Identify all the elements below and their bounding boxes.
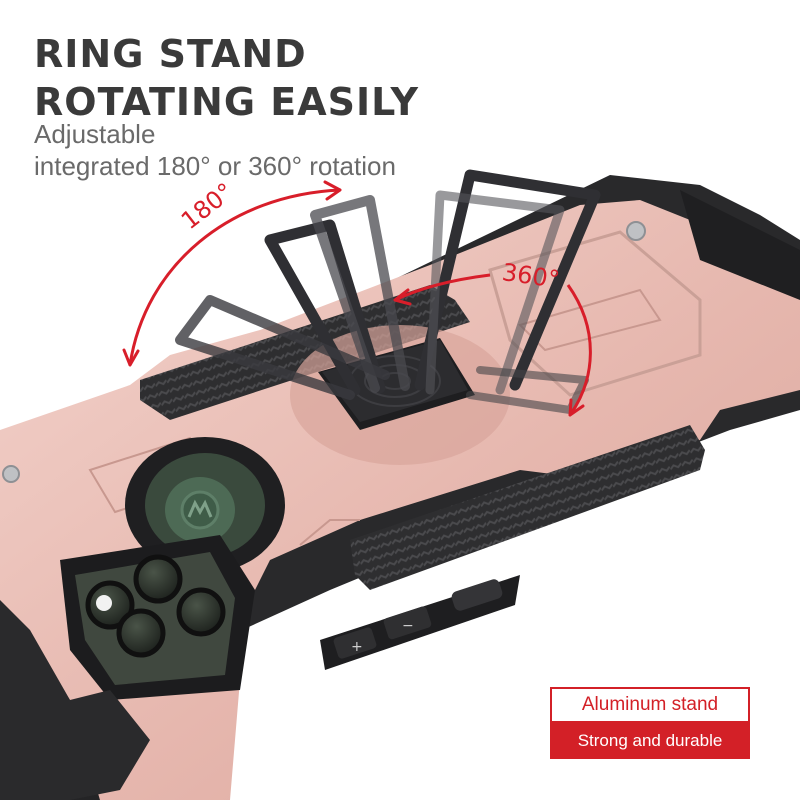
headline-line-1: RING STAND [34,32,307,76]
subtitle: Adjustable integrated 180° or 360° rotat… [34,118,396,182]
subtitle-line-2: integrated 180° or 360° rotation [34,151,396,181]
headline-line-2: ROTATING EASILY [34,80,419,124]
camera-module [60,535,255,700]
logo-cutout [125,437,285,573]
subtitle-line-1: Adjustable [34,119,156,149]
grip-strip-bottom [350,425,705,590]
feature-badge: Aluminum stand Strong and durable [550,687,750,759]
svg-text:+: + [351,639,363,655]
badge-title: Aluminum stand [550,687,750,723]
case-corner [0,600,150,800]
badge-subtitle: Strong and durable [550,723,750,759]
headline: RING STAND ROTATING EASILY [34,30,419,126]
svg-text:−: − [402,618,414,634]
case-right-edge [680,190,800,300]
ring-frames [175,169,601,414]
side-buttons: + − [320,575,520,670]
rotation-arrows [122,180,592,417]
